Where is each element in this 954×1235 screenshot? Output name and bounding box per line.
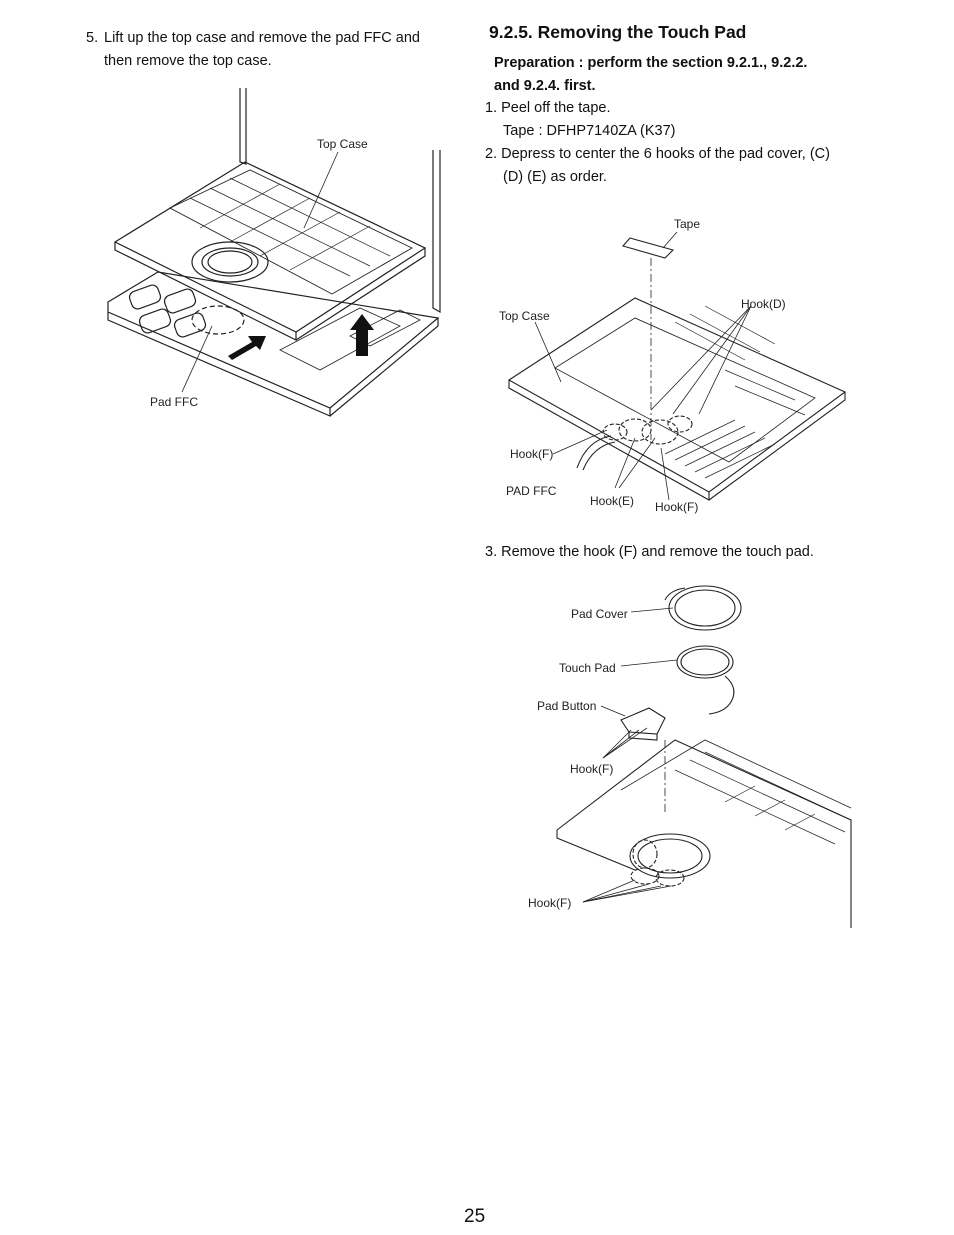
label-pad-ffc-2: PAD FFC <box>506 484 557 498</box>
figure-touch-pad-exploded: Pad Cover Touch Pad Pad Button Hook(F) H… <box>528 585 852 928</box>
figure-pad-cover-hooks: Tape Top Case Hook(D) Hook(F) PAD FFC Ho… <box>499 217 847 514</box>
step5-number: 5. <box>86 30 99 46</box>
preparation-note: Preparation : perform the section 9.2.1.… <box>494 52 864 97</box>
steps-1-2: 1. Peel off the tape. Tape : DFHP7140ZA … <box>485 97 905 189</box>
label-hook-f-left: Hook(F) <box>510 447 553 461</box>
label-pad-cover: Pad Cover <box>571 607 628 621</box>
step2-line1: 2. Depress to center the 6 hooks of the … <box>485 146 830 162</box>
step5-instruction: 5. Lift up the top case and remove the pa… <box>86 27 456 73</box>
label-top-case: Top Case <box>317 137 368 151</box>
section-heading: 9.2.5. Removing the Touch Pad <box>489 22 747 42</box>
step5-line2: then remove the top case. <box>104 53 272 69</box>
label-pad-button: Pad Button <box>537 699 596 713</box>
step1-detail: Tape : DFHP7140ZA (K37) <box>503 123 676 139</box>
step3: 3. Remove the hook (F) and remove the to… <box>485 544 814 560</box>
figure-top-case-removal: Top Case Pad FFC <box>107 88 441 417</box>
preparation-line1: Preparation : perform the section 9.2.1.… <box>494 55 808 71</box>
label-top-case-2: Top Case <box>499 309 550 323</box>
label-tape: Tape <box>674 217 700 231</box>
step2-line2: (D) (E) as order. <box>503 169 607 185</box>
page-number: 25 <box>464 1206 486 1227</box>
label-touch-pad: Touch Pad <box>559 661 616 675</box>
label-pad-ffc: Pad FFC <box>150 395 198 409</box>
step5-line1: Lift up the top case and remove the pad … <box>104 30 420 46</box>
label-hook-d: Hook(D) <box>741 297 786 311</box>
label-hook-f-lower: Hook(F) <box>528 896 571 910</box>
step1: 1. Peel off the tape. <box>485 100 611 116</box>
label-hook-e: Hook(E) <box>590 494 634 508</box>
label-hook-f-bottom: Hook(F) <box>655 500 698 514</box>
label-hook-f-upper: Hook(F) <box>570 762 613 776</box>
preparation-line2: and 9.2.4. first. <box>494 77 596 94</box>
